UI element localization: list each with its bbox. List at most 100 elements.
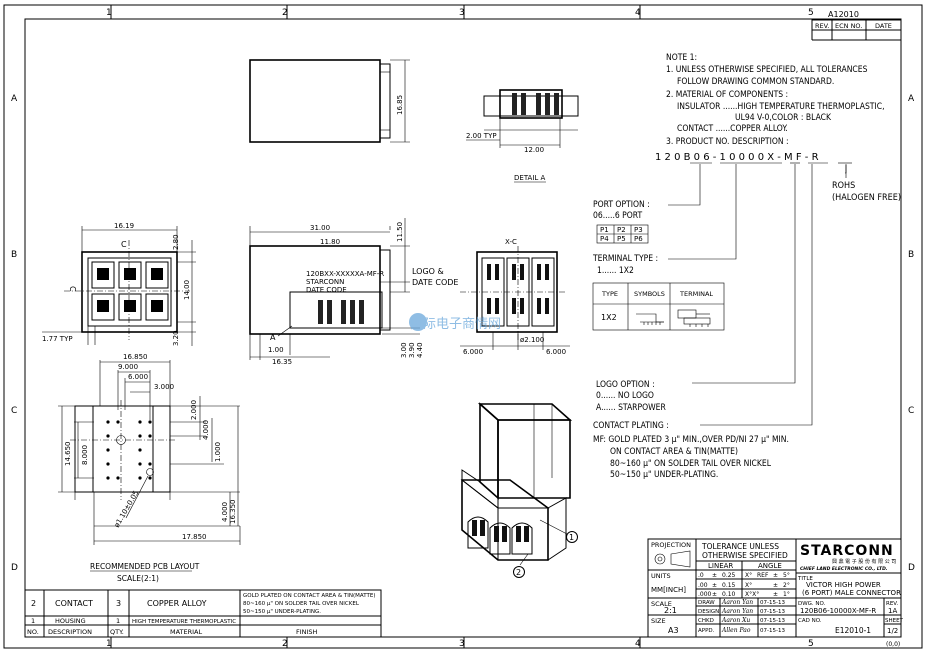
side-bottom-2: 16.35 <box>272 358 292 366</box>
tb-size-label: SIZE <box>651 617 666 625</box>
grid-col-1-bottom: 1 <box>106 639 112 649</box>
tol-row1-f: ± <box>773 572 778 579</box>
port-p5: P5 <box>617 235 626 243</box>
front-h3: 3.20 <box>172 330 180 346</box>
note-line-1: 1. UNLESS OTHERWISE SPECIFIED, ALL TOLER… <box>666 65 868 75</box>
bom-row-2-finish-3: 50~150 μ" UNDER-PLATING. <box>243 609 321 615</box>
pcb-w2: 9.000 <box>118 363 138 371</box>
option-leaders <box>668 162 852 426</box>
bom-row-1-no: 1 <box>31 617 35 625</box>
callout-1: 1 <box>569 533 574 542</box>
pcb-hole-dim: ø1.10±0.05 <box>113 489 141 529</box>
bom-row-2-material: COPPER ALLOY <box>147 599 207 608</box>
tb-size-value: A3 <box>668 626 679 635</box>
terminal-type-value: 1...... 1X2 <box>597 266 634 276</box>
company-en: CHIEF LAND ELECTRONIC CO., LTD. <box>800 566 888 572</box>
end-view: X-C 6.000 6.000 ø2.100 <box>460 238 570 356</box>
port-option-value: 06.....6 PORT <box>593 211 642 221</box>
side-marker-a: A <box>270 333 276 342</box>
tb-title-label: TITLE <box>797 576 813 582</box>
company-cn: 興 鼎 電 子 股 份 有 限 公 司 <box>832 558 896 565</box>
side-d1: 3.00 <box>400 342 408 358</box>
tol-row1-b: ± <box>712 572 717 579</box>
pcb-h1: 14.650 <box>64 442 72 467</box>
bom-row-1-material: HIGH TEMPERATURE THERMOPLASTIC <box>132 619 236 625</box>
side-height: 11.50 <box>396 222 404 242</box>
side-length: 31.00 <box>310 224 330 232</box>
tb-linear: LINEAR <box>708 562 733 570</box>
bom-row-2-finish-1: GOLD PLATED ON CONTACT AREA & TIN(MATTE) <box>243 593 376 599</box>
role-chkd: CHKD <box>698 618 714 624</box>
tol-row3-b: ± <box>712 591 717 598</box>
tol-row3-a: .000 <box>698 591 712 598</box>
grid-row-b-right: B <box>908 250 914 260</box>
plating-line-2: ON CONTACT AREA & TIN(MATTE) <box>610 447 738 457</box>
tol-row2-b: ± <box>712 582 717 589</box>
terminal-header-type: TYPE <box>601 290 618 298</box>
grid-col-1: 1 <box>106 8 112 18</box>
tb-origin: (0,0) <box>886 641 900 648</box>
date-design: 07-15-13 <box>760 609 785 615</box>
tb-tolerance-2: OTHERWISE SPECIFIED <box>702 551 788 560</box>
port-option-label: PORT OPTION : <box>593 200 650 210</box>
plating-line-4: 50~150 μ" UNDER-PLATING. <box>610 470 718 480</box>
date-header: DATE <box>875 22 892 30</box>
date-draw: 07-15-13 <box>760 600 785 606</box>
grid-row-c: C <box>11 406 17 416</box>
grid-col-3: 3 <box>459 8 465 18</box>
date-appd: 07-15-13 <box>760 628 785 634</box>
detail-a: 12.00 2.00 TYP DETAIL A <box>466 89 579 183</box>
iso-ports <box>467 516 533 555</box>
tb-tolerance-1: TOLERANCE UNLESS <box>701 542 779 551</box>
tol-row1-c: 0.25 <box>722 572 736 579</box>
bom-header-material: MATERIAL <box>170 628 203 636</box>
tol-row2-g: 2° <box>783 582 790 589</box>
front-width: 16.19 <box>114 222 134 230</box>
terminal-type: TERMINAL TYPE : 1...... 1X2 TYPE SYMBOLS… <box>592 254 725 331</box>
tol-row3-f: ± <box>773 591 778 598</box>
grid-col-4: 4 <box>635 8 641 18</box>
tol-row2-c: 0.15 <box>722 582 736 589</box>
bom-header-finish: FINISH <box>296 628 318 636</box>
tol-row1-d: X° <box>745 572 752 579</box>
logo-option-a: A...... STARPOWER <box>596 403 667 413</box>
rohs-label: ROHS <box>832 181 855 191</box>
company-logo: STARCONN <box>800 543 894 559</box>
role-appd: APPD. <box>698 628 715 634</box>
tb-scale-value: 2:1 <box>664 606 677 615</box>
callout-2: 2 <box>516 568 521 577</box>
end-w1: 6.000 <box>463 348 483 356</box>
pcb-title: RECOMMENDED PCB LAYOUT <box>90 562 200 571</box>
grid-col-2-bottom: 2 <box>282 639 288 649</box>
tol-row3-d: X°X° <box>745 591 759 598</box>
notes-title: NOTE 1: <box>666 53 697 63</box>
grid-row-b: B <box>11 250 17 260</box>
bom-header-desc: DESCRIPTION <box>48 628 92 636</box>
outer-border <box>3 4 923 649</box>
plating-line-1: MF: GOLD PLATED 3 μ" MIN.,OVER PD/NI 27 … <box>593 435 789 445</box>
tb-units-value: MM[INCH] <box>651 586 686 594</box>
bom-row-1-desc: HOUSING <box>55 617 86 625</box>
terminal-type-label: TERMINAL TYPE : <box>592 254 658 264</box>
bom-header-qty: QTY. <box>110 628 124 636</box>
end-center: X-C <box>505 238 517 246</box>
front-h2: 14.00 <box>183 280 191 300</box>
bom-row-2-finish-2: 80~160 μ" ON SOLDER TAIL OVER NICKEL <box>243 601 360 607</box>
pcb-w3: 6.000 <box>128 373 148 381</box>
tb-title-1: VICTOR HIGH POWER <box>806 581 881 589</box>
halogen-label: (HALOGEN FREE) <box>832 193 901 203</box>
grid-labels: 1 2 3 4 5 1 2 3 4 5 A B C D A B C D <box>11 5 915 649</box>
pcb-holes <box>106 420 152 480</box>
grid-col-5-bottom: 5 <box>808 639 814 649</box>
pcb-locator-hole-2 <box>146 468 154 476</box>
pcb-bw: 17.850 <box>182 533 207 541</box>
tb-rev-value: 1A <box>888 607 897 615</box>
bom-header-no: NO. <box>27 628 39 636</box>
watermark-text: 国际电子商情网 <box>410 317 501 332</box>
pcb-r3: 1.000 <box>214 442 222 462</box>
grid-row-a-right: A <box>908 94 915 104</box>
bom-row-2-no: 2 <box>31 599 36 608</box>
grid-col-3-bottom: 3 <box>459 639 465 649</box>
contact-plating-label: CONTACT PLATING : <box>593 421 669 431</box>
logo-option-0: 0...... NO LOGO <box>596 391 654 401</box>
